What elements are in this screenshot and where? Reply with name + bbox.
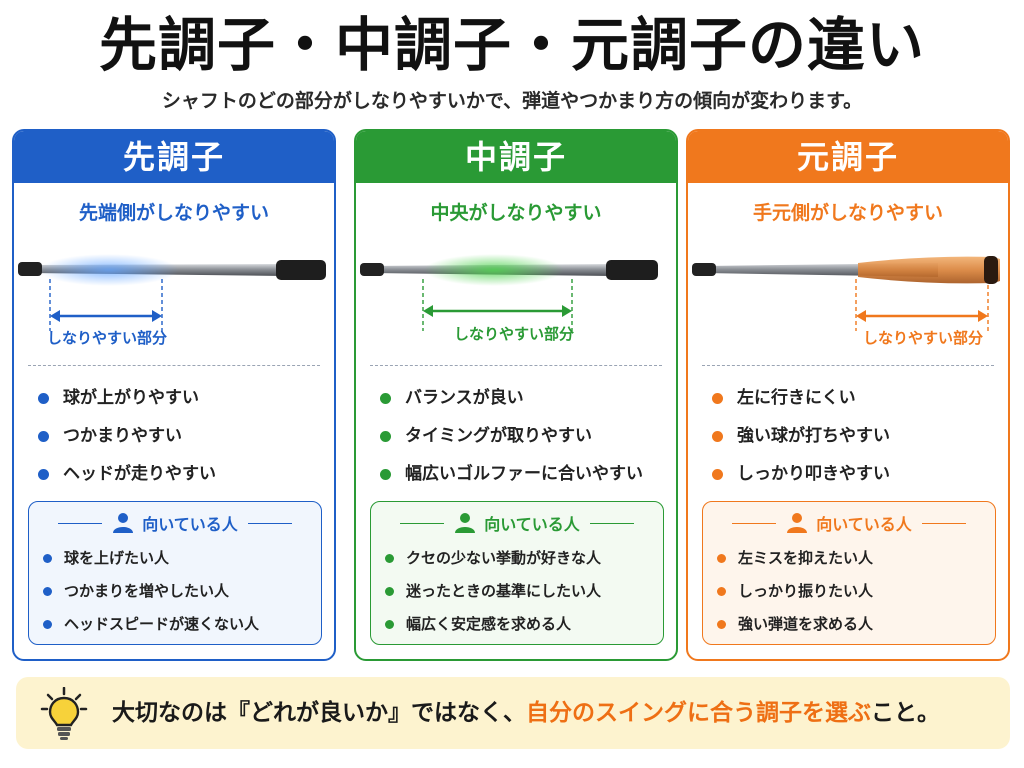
list-item: 幅広く安定感を求める人 (385, 608, 601, 641)
card-butt-flex: 元調子 手元側がしなりやすい しなりやすい部分 左に行きにくい (686, 129, 1010, 661)
feature-list: 球が上がりやすい つかまりやすい ヘッドが走りやすい (38, 379, 328, 493)
shaft-illustration (688, 235, 1008, 365)
card-heading: 先調子 (14, 131, 334, 183)
list-item: つかまりやすい (38, 417, 328, 455)
person-icon (787, 513, 808, 533)
divider (589, 522, 634, 524)
bullet-icon (712, 430, 723, 442)
bullet-icon (43, 620, 52, 629)
page-title: 先調子・中調子・元調子の違い (98, 11, 925, 79)
list-item: ヘッドが走りやすい (38, 455, 328, 493)
divider (732, 522, 777, 524)
card-heading: 元調子 (688, 131, 1008, 183)
list-item: しっかり振りたい人 (717, 575, 873, 608)
suitable-for-heading: 向いている人 (29, 510, 321, 536)
person-icon (113, 513, 134, 533)
card-tip-flex: 先調子 先端側がしなりやすい しなりやすい部分 球が上がりやすい (12, 129, 336, 661)
bend-zone-label: しなりやすい部分 (46, 329, 167, 347)
list-item: バランスが良い (380, 379, 670, 417)
list-item: 左に行きにくい (712, 379, 1002, 417)
bullet-icon (380, 430, 391, 442)
list-item: 迷ったときの基準にしたい人 (385, 575, 601, 608)
card-tagline: 先端側がしなりやすい (78, 202, 269, 224)
lightbulb-icon (40, 687, 88, 740)
suitable-for-heading: 向いている人 (371, 510, 663, 536)
divider (921, 522, 966, 524)
card-tagline: 中央がしなりやすい (430, 202, 602, 224)
divider (58, 522, 103, 524)
bullet-icon (38, 468, 49, 480)
bullet-icon (38, 430, 49, 442)
feature-list: バランスが良い タイミングが取りやすい 幅広いゴルファーに合いやすい (380, 379, 670, 493)
suitable-for-box: 向いている人 クセの少ない挙動が好きな人 迷ったときの基準にしたい人 幅広く安定… (370, 501, 664, 645)
card-heading: 中調子 (356, 131, 676, 183)
bullet-icon (380, 468, 391, 480)
bend-zone-label: しなりやすい部分 (453, 325, 574, 343)
divider (247, 522, 292, 524)
list-item: 左ミスを抑えたい人 (717, 542, 873, 575)
suitable-for-list: 球を上げたい人 つかまりを増やしたい人 ヘッドスピードが速くない人 (43, 542, 259, 641)
list-item: 幅広いゴルファーに合いやすい (380, 455, 670, 493)
divider (28, 365, 320, 366)
suitable-for-list: 左ミスを抑えたい人 しっかり振りたい人 強い弾道を求める人 (717, 542, 873, 641)
person-icon (455, 513, 476, 533)
list-item: つかまりを増やしたい人 (43, 575, 259, 608)
shaft-illustration (14, 235, 334, 365)
suitable-for-box: 向いている人 左ミスを抑えたい人 しっかり振りたい人 強い弾道を求める人 (702, 501, 996, 645)
suitable-for-list: クセの少ない挙動が好きな人 迷ったときの基準にしたい人 幅広く安定感を求める人 (385, 542, 601, 641)
key-point-text: 大切なのは『どれが良いか』ではなく、自分のスイングに合う調子を選ぶこと。 (112, 700, 940, 726)
bullet-icon (43, 587, 52, 596)
divider (370, 365, 662, 366)
bend-zone-label: しなりやすい部分 (862, 329, 983, 347)
bullet-icon (380, 392, 391, 404)
shaft-illustration (356, 235, 676, 365)
suitable-for-heading: 向いている人 (703, 510, 995, 536)
list-item: 強い弾道を求める人 (717, 608, 873, 641)
bullet-icon (385, 554, 394, 563)
bullet-icon (43, 554, 52, 563)
page-subtitle: シャフトのどの部分がしなりやすいかで、弾道やつかまり方の傾向が変わります。 (161, 90, 863, 112)
list-item: 強い球が打ちやすい (712, 417, 1002, 455)
bullet-icon (717, 554, 726, 563)
list-item: ヘッドスピードが速くない人 (43, 608, 259, 641)
divider (702, 365, 994, 366)
highlight-text: 自分のスイングに合う調子を選ぶ (526, 700, 871, 726)
suitable-for-box: 向いている人 球を上げたい人 つかまりを増やしたい人 ヘッドスピードが速くない人 (28, 501, 322, 645)
bullet-icon (38, 392, 49, 404)
divider (400, 522, 445, 524)
list-item: タイミングが取りやすい (380, 417, 670, 455)
list-item: 球を上げたい人 (43, 542, 259, 575)
bullet-icon (717, 620, 726, 629)
list-item: 球が上がりやすい (38, 379, 328, 417)
bullet-icon (717, 587, 726, 596)
card-tagline: 手元側がしなりやすい (752, 202, 943, 224)
key-point-banner: 大切なのは『どれが良いか』ではなく、自分のスイングに合う調子を選ぶこと。 (16, 677, 1010, 749)
list-item: しっかり叩きやすい (712, 455, 1002, 493)
card-mid-flex: 中調子 中央がしなりやすい しなりやすい部分 バランスが良い (354, 129, 678, 661)
bullet-icon (385, 620, 394, 629)
list-item: クセの少ない挙動が好きな人 (385, 542, 601, 575)
feature-list: 左に行きにくい 強い球が打ちやすい しっかり叩きやすい (712, 379, 1002, 493)
bullet-icon (385, 587, 394, 596)
bullet-icon (712, 468, 723, 480)
bullet-icon (712, 392, 723, 404)
